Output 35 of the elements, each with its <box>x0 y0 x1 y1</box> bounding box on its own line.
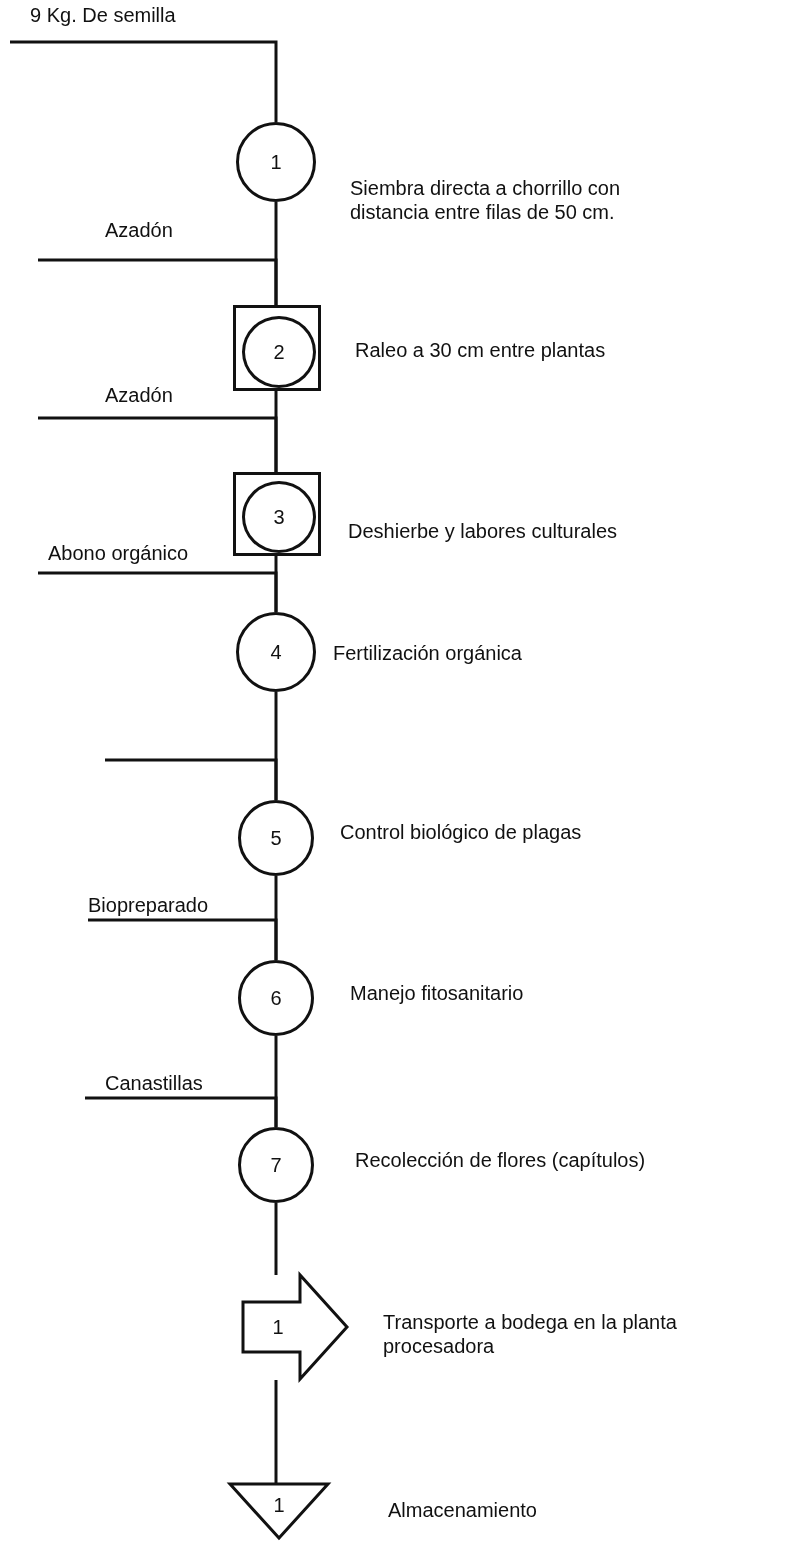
step-description: Deshierbe y labores culturales <box>348 519 619 543</box>
flow-line <box>88 918 278 960</box>
step-description: Raleo a 30 cm entre plantas <box>355 338 607 362</box>
step-number: 1 <box>273 1493 285 1517</box>
input-label: 9 Kg. De semilla <box>30 4 176 27</box>
step-description: Almacenamiento <box>388 1498 538 1522</box>
step-number: 6 <box>270 986 282 1010</box>
input-label: Biopreparado <box>88 894 209 917</box>
flow-line <box>274 1203 278 1275</box>
step-description: Recolección de flores (capítulos) <box>355 1148 647 1172</box>
input-label: Canastillas <box>105 1072 203 1095</box>
step-description: Manejo fitosanitario <box>350 981 525 1005</box>
step-description: Fertilización orgánica <box>333 641 523 665</box>
input-label: Abono orgánico <box>48 542 189 565</box>
step-description: Transporte a bodega en la planta procesadora <box>383 1310 678 1358</box>
inspection-square <box>233 305 321 391</box>
step-description: Siembra directa a chorrillo con distancia entre filas de 50 cm. <box>350 176 622 224</box>
input-label: Azadón <box>105 219 173 242</box>
flow-line <box>105 758 278 800</box>
step-number: 7 <box>270 1153 282 1177</box>
flow-line <box>38 258 278 305</box>
step-number: 4 <box>270 640 282 664</box>
flow-line <box>85 1096 278 1127</box>
step-number: 1 <box>270 150 282 174</box>
flow-line <box>10 40 278 122</box>
flow-line <box>274 1380 278 1483</box>
step-number: 2 <box>273 340 285 364</box>
step-number: 5 <box>270 826 282 850</box>
inspection-square <box>233 472 321 556</box>
step-description: Control biológico de plagas <box>340 820 583 844</box>
input-label: Azadón <box>105 384 173 407</box>
flow-line <box>38 571 278 612</box>
flow-line <box>38 416 278 472</box>
step-number: 3 <box>273 505 285 529</box>
step-number: 1 <box>272 1315 284 1339</box>
